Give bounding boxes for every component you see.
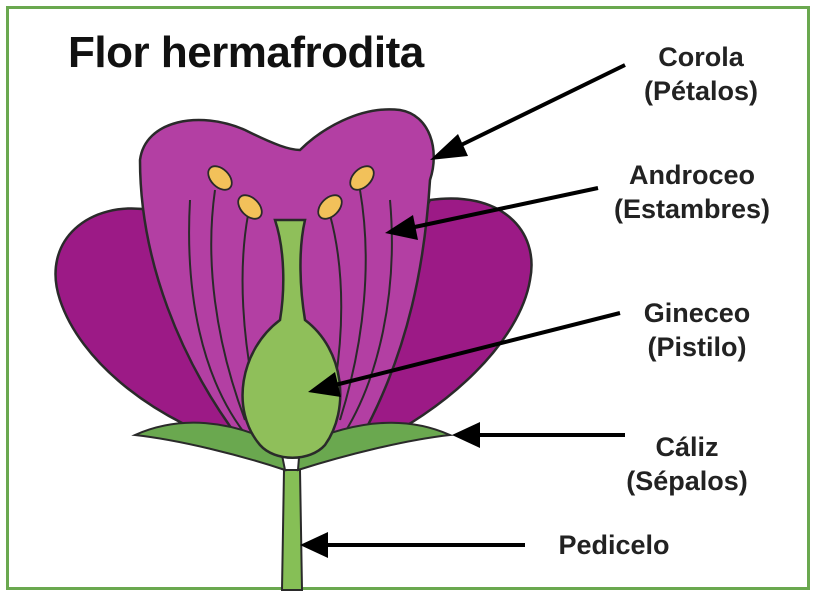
diagram-title: Flor hermafrodita — [68, 28, 424, 77]
pedicel-stem — [280, 469, 304, 591]
label-androceo: Androceo (Estambres) — [592, 158, 792, 226]
label-caliz-line1: Cáliz — [655, 432, 719, 462]
anther-4 — [349, 165, 375, 191]
label-corola: Corola (Pétalos) — [626, 40, 776, 108]
label-gineceo: Gineceo (Pistilo) — [622, 296, 772, 364]
label-corola-line1: Corola — [658, 42, 744, 72]
label-androceo-line1: Androceo — [628, 160, 755, 190]
arrow-gineceo — [334, 311, 621, 387]
anther-2 — [237, 194, 263, 220]
anther-1 — [207, 165, 233, 191]
label-corola-line2: (Pétalos) — [643, 76, 759, 106]
label-androceo-line2: (Estambres) — [613, 194, 771, 224]
label-pedicelo-line1: Pedicelo — [558, 530, 670, 560]
arrows — [300, 63, 626, 558]
filament-1 — [210, 189, 246, 421]
label-gineceo-line1: Gineceo — [643, 298, 751, 328]
label-pedicelo: Pedicelo — [534, 528, 694, 562]
label-caliz-line2: (Sépalos) — [626, 466, 748, 496]
label-gineceo-line2: (Pistilo) — [647, 332, 747, 362]
filament-4 — [339, 189, 367, 421]
label-caliz: Cáliz (Sépalos) — [602, 430, 772, 498]
arrow-androceo — [409, 186, 599, 230]
anther-3 — [317, 194, 343, 220]
pistil — [241, 218, 342, 459]
arrow-corola — [454, 63, 626, 150]
